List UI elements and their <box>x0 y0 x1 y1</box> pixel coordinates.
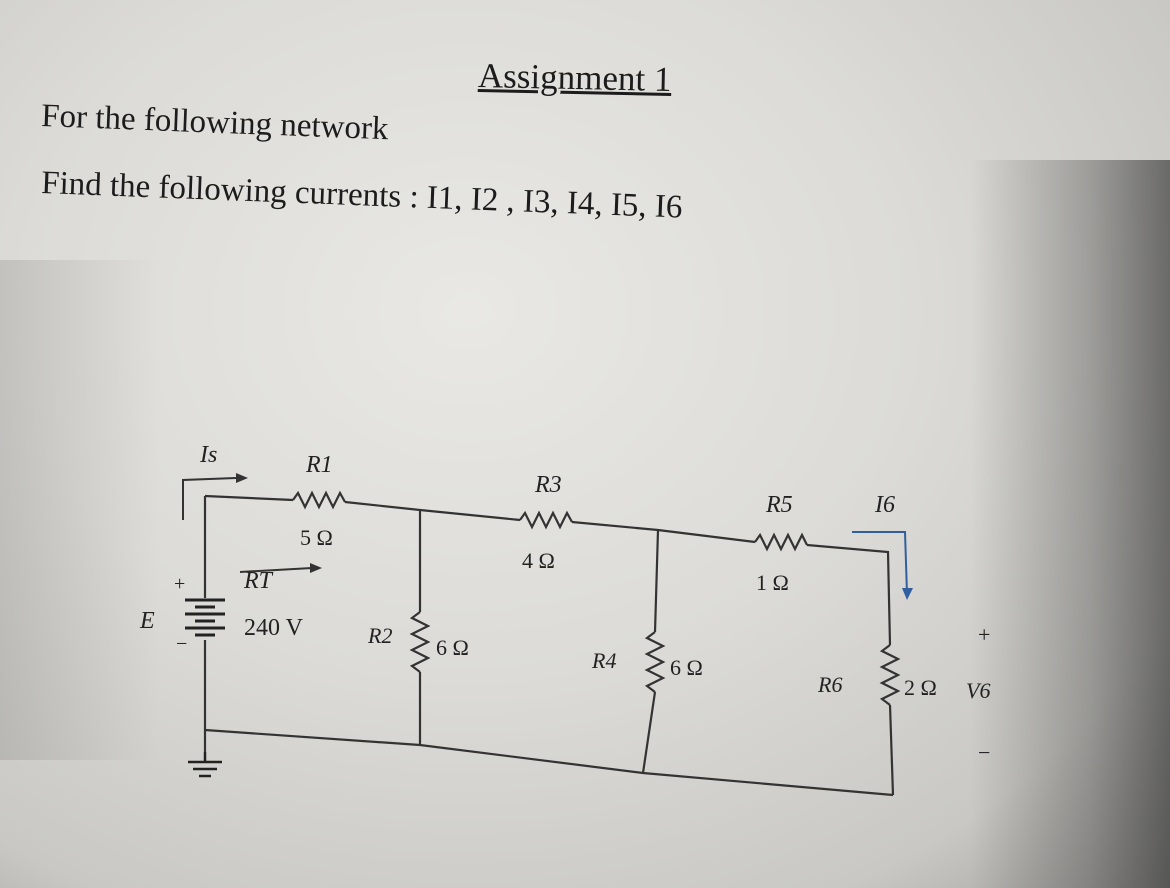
wire-top-a <box>204 494 294 502</box>
paper-shadow-left <box>0 260 160 760</box>
r4-resistor <box>644 631 666 693</box>
wire-top-b <box>344 500 521 522</box>
r4-value: 6 Ω <box>670 655 703 680</box>
r2-resistor <box>409 611 431 673</box>
paper-shadow-right <box>970 160 1170 888</box>
wire-r4-bottom <box>641 691 657 774</box>
wire-r4-top <box>653 529 660 633</box>
r5-value: 1 Ω <box>756 570 789 595</box>
wire-top-c <box>571 520 756 544</box>
wire-right-lower <box>888 704 895 796</box>
is-arrowhead-icon <box>236 473 248 483</box>
v6-label: V6 <box>966 678 990 703</box>
v6-plus: + <box>978 622 990 647</box>
r6-value: 2 Ω <box>904 675 937 700</box>
source-label: E <box>139 608 155 634</box>
ground-icon <box>188 752 222 778</box>
i6-arrowhead-icon <box>902 588 913 600</box>
r1-resistor <box>292 490 346 510</box>
v6-minus: − <box>978 740 990 765</box>
r1-label: R1 <box>305 452 333 478</box>
rt-arrowhead-icon <box>310 563 322 573</box>
r5-resistor <box>754 532 808 552</box>
source-value: 240 V <box>244 615 304 641</box>
source-plus: + <box>174 573 185 595</box>
i6-label: I6 <box>874 492 895 518</box>
r4-label: R4 <box>591 648 616 673</box>
r3-label: R3 <box>534 472 562 498</box>
battery-symbol <box>185 598 225 637</box>
r6-label: R6 <box>817 672 842 697</box>
r2-label: R2 <box>367 623 392 648</box>
wire-bottom <box>204 728 894 797</box>
r1-value: 5 Ω <box>300 525 333 550</box>
i6-arrow <box>852 531 908 595</box>
r6-resistor <box>879 644 901 706</box>
r3-resistor <box>519 510 573 530</box>
wire-top-right <box>806 543 892 646</box>
r3-value: 4 Ω <box>522 548 555 573</box>
r2-value: 6 Ω <box>436 635 469 660</box>
rt-arrow <box>239 567 313 573</box>
is-arrow <box>182 477 237 520</box>
is-label: Is <box>199 442 217 468</box>
source-minus: − <box>176 633 187 655</box>
r5-label: R5 <box>765 492 793 518</box>
rt-label: RT <box>243 568 274 594</box>
